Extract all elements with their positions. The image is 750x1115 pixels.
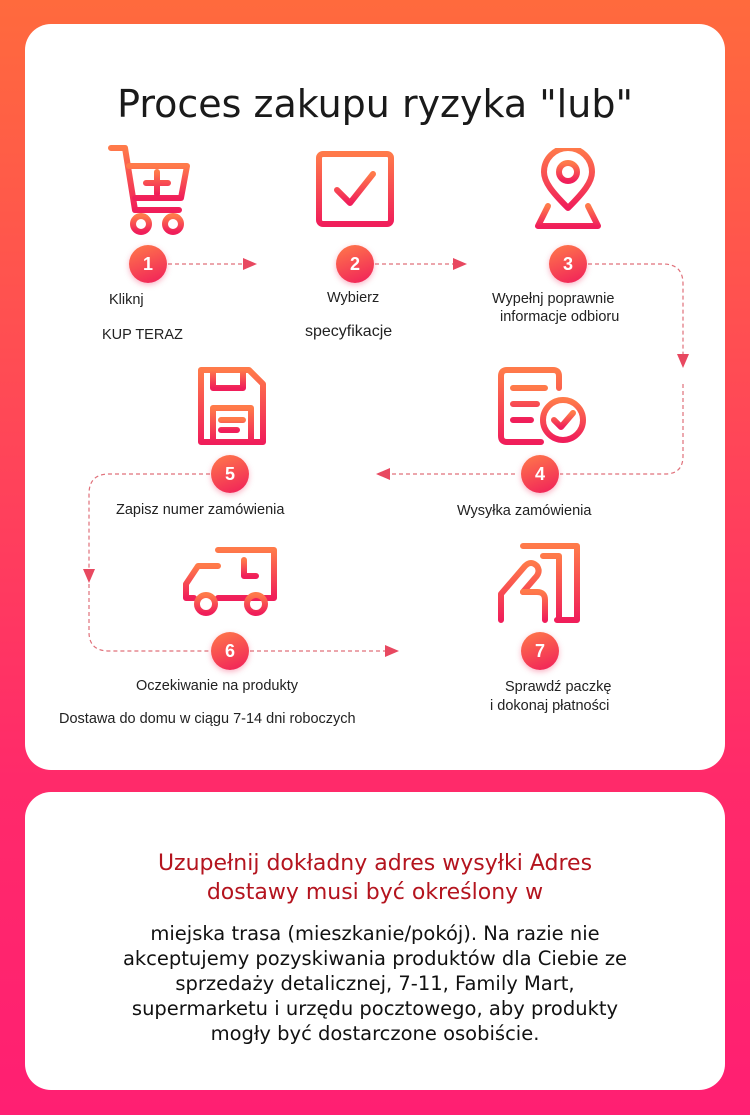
- map-pin-icon: [535, 148, 601, 229]
- step-number-5: 5: [211, 455, 249, 493]
- step-7-label-line-1: Sprawdź paczkę: [505, 679, 612, 695]
- delivery-truck-icon: [183, 547, 277, 616]
- note-heading-line-2: dostawy musi być określony w: [206, 880, 544, 905]
- step-number-7: 7: [521, 632, 559, 670]
- note-body-line-2: akceptujemy pozyskiwania produktów dla C…: [122, 947, 628, 970]
- step-4-label: Wysyłka zamówienia: [457, 503, 592, 519]
- step-number-2: 2: [336, 245, 374, 283]
- step-number-1: 1: [129, 245, 167, 283]
- note-heading-line-1: Uzupełnij dokładny adres wysyłki Adres: [157, 851, 593, 876]
- step-3-label-line-1: Wypełnj poprawnie: [492, 291, 615, 307]
- step-2-label-line-1: Wybierz: [327, 290, 380, 306]
- note-body-line-3: sprzedaży detalicznej, 7-11, Family Mart…: [175, 972, 575, 995]
- note-body-line-1: miejska trasa (mieszkanie/pokój). Na raz…: [150, 922, 600, 945]
- purchase-process-card: Proces zakupu ryzyka "lub": [25, 24, 725, 770]
- step-1-label-line-2: KUP TERAZ: [102, 327, 183, 343]
- order-document-check-icon: [498, 367, 586, 445]
- step-6-label-line-2: Dostawa do domu w ciągu 7-14 dni roboczy…: [59, 711, 356, 727]
- package-hand-icon: [498, 543, 580, 623]
- note-body-line-5: mogły być dostarczone osobiście.: [210, 1022, 540, 1045]
- step-5-label: Zapisz numer zamówienia: [116, 502, 285, 518]
- checkbox-icon: [316, 151, 394, 227]
- shipping-note-card: Uzupełnij dokładny adres wysyłki Adres d…: [25, 792, 725, 1090]
- step-6-label-line-1: Oczekiwanie na produkty: [136, 678, 298, 694]
- process-flow-connectors: [83, 258, 689, 657]
- step-2-label-line-2: specyfikacje: [305, 323, 393, 340]
- step-7-label-line-2: i dokonaj płatności: [490, 698, 610, 714]
- step-number-3: 3: [549, 245, 587, 283]
- step-number-4: 4: [521, 455, 559, 493]
- page-title: Proces zakupu ryzyka "lub": [117, 82, 633, 126]
- shopping-cart-add-icon: [108, 145, 190, 235]
- step-1-label-line-1: Kliknj: [109, 292, 144, 308]
- step-3-label-line-2: informacje odbioru: [500, 309, 620, 325]
- step-number-6: 6: [211, 632, 249, 670]
- save-disk-icon: [198, 367, 266, 445]
- note-body-line-4: supermarketu i urzędu pocztowego, aby pr…: [131, 997, 619, 1020]
